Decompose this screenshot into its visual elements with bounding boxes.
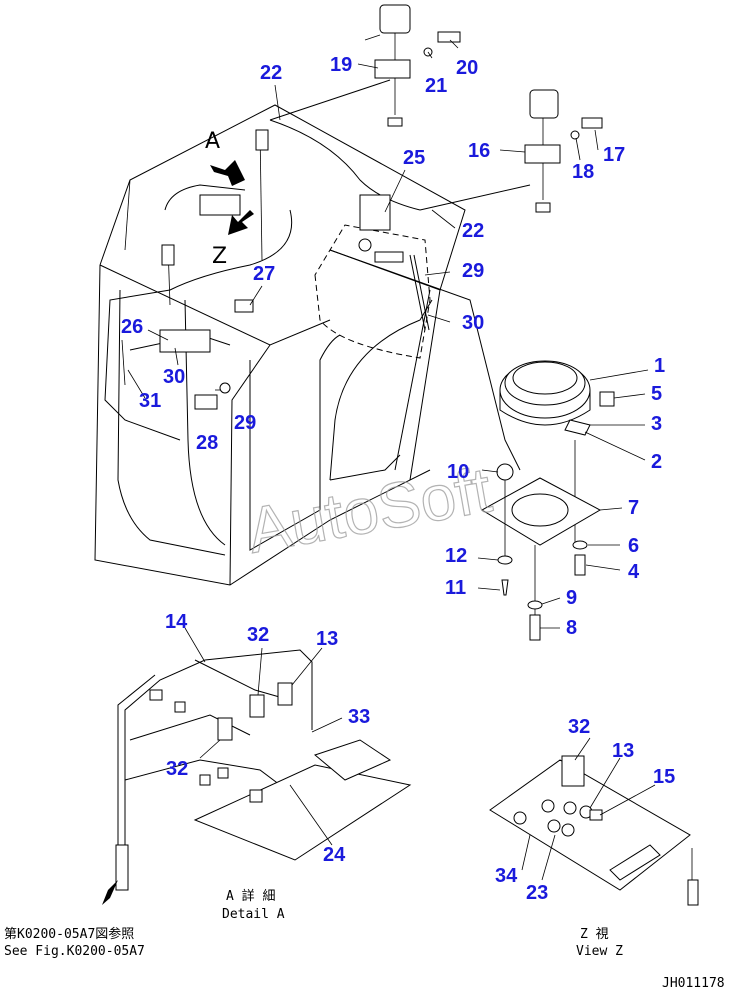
cab-wiring <box>104 79 531 441</box>
callout-13-viewz: 13 <box>612 740 634 762</box>
callout-25: 25 <box>403 147 425 169</box>
callout-34: 34 <box>495 865 518 887</box>
callout-27: 27 <box>253 263 275 285</box>
relay-block <box>199 194 241 216</box>
cab-body <box>94 104 521 586</box>
clip <box>234 299 254 313</box>
callout-3: 3 <box>651 413 662 435</box>
callout-18: 18 <box>572 161 594 183</box>
bolt <box>161 244 175 266</box>
drawing-number: JH011178 <box>662 976 725 991</box>
switch-box <box>159 329 211 353</box>
callout-19: 19 <box>330 54 352 76</box>
callout-12: 12 <box>445 545 467 567</box>
bolt <box>255 129 269 151</box>
washer-29 <box>219 382 231 394</box>
view-z-drawing <box>489 755 699 906</box>
callout-15: 15 <box>653 766 675 788</box>
callout-2: 2 <box>651 451 662 473</box>
view-z-jp: Z 視 <box>580 927 609 942</box>
callout-32-viewz: 32 <box>568 716 590 738</box>
detail-a-jp: A 詳 細 <box>226 888 275 904</box>
callout-10: 10 <box>447 461 469 483</box>
callout-4: 4 <box>628 561 640 583</box>
callout-21: 21 <box>425 75 447 97</box>
callout-32-left: 32 <box>166 758 188 780</box>
callout-20: 20 <box>456 57 478 79</box>
callout-1: 1 <box>654 355 665 377</box>
callout-29-right: 29 <box>462 260 484 282</box>
callout-8: 8 <box>566 617 577 639</box>
leader-lines <box>127 39 656 881</box>
callout-14: 14 <box>165 611 188 633</box>
detail-a-en: Detail A <box>222 907 285 922</box>
callout-9: 9 <box>566 587 577 609</box>
view-letter-a: A <box>205 129 220 154</box>
callout-33: 33 <box>348 706 370 728</box>
callout-28: 28 <box>196 432 218 454</box>
view-arrows <box>210 160 254 235</box>
bracket <box>359 194 391 231</box>
callout-30-left: 30 <box>163 366 185 388</box>
view-letter-z: Z <box>212 244 227 269</box>
callout-6: 6 <box>628 535 639 557</box>
callout-23: 23 <box>526 882 548 904</box>
lamp-upper <box>364 4 461 127</box>
bolt <box>374 251 404 263</box>
speaker-assembly <box>481 360 615 641</box>
view-arrow-z <box>228 210 254 235</box>
washer <box>358 238 372 252</box>
bolt-28 <box>194 394 218 410</box>
lamp-right <box>524 89 603 213</box>
callout-22-right: 22 <box>462 220 484 242</box>
callout-16: 16 <box>468 140 490 162</box>
callout-29-left: 29 <box>234 412 256 434</box>
callout-31: 31 <box>139 390 161 412</box>
callout-7: 7 <box>628 497 639 519</box>
callout-11: 11 <box>445 577 466 599</box>
detail-a-drawing <box>102 649 412 905</box>
callout-22-top: 22 <box>260 62 282 84</box>
callout-13-detail: 13 <box>316 628 338 650</box>
see-fig-jp: 第K0200-05A7図参照 <box>4 926 134 942</box>
callout-26: 26 <box>121 316 143 338</box>
see-fig-en: See Fig.K0200-05A7 <box>4 944 145 959</box>
callout-32-top: 32 <box>247 624 269 646</box>
callout-17: 17 <box>603 144 625 166</box>
callout-5: 5 <box>651 383 662 405</box>
view-z-en: View Z <box>576 944 623 959</box>
view-arrow-a <box>210 160 245 186</box>
callout-30-right: 30 <box>462 312 484 334</box>
callout-24: 24 <box>323 844 346 866</box>
